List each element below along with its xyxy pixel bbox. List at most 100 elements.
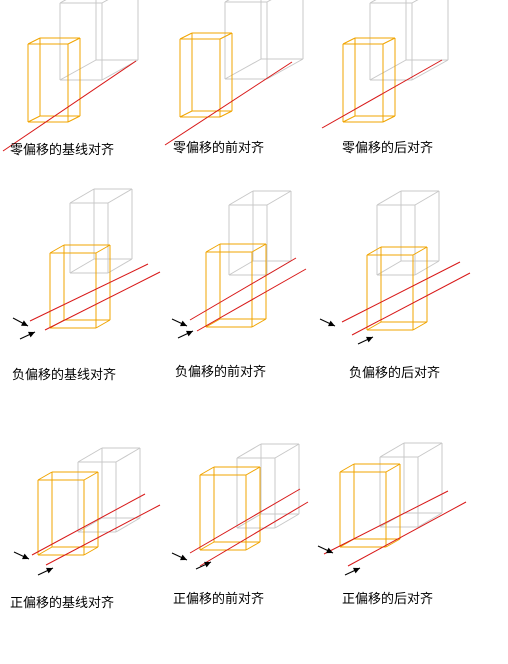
- aligned-box-zero-front-edge: [179, 110, 193, 118]
- reference-box-negative-front: [228, 190, 292, 276]
- aligned-box-positive-front-edge: [245, 541, 261, 551]
- aligned-box-negative-back-edge: [412, 246, 428, 256]
- aligned-box-zero-front-edge: [219, 32, 233, 40]
- offset-arrow-positive-back-0: [317, 545, 334, 554]
- arrow-head: [326, 547, 333, 554]
- aligned-box-negative-front-edge: [251, 243, 267, 253]
- reference-box-positive-baseline-edge: [77, 447, 103, 463]
- caption-zero-back: 零偏移的后对齐: [342, 141, 434, 156]
- path-line-zero-baseline-0: [2, 60, 137, 152]
- reference-box-zero-front-edge: [266, 58, 304, 80]
- arrow-head: [28, 331, 35, 338]
- caption-zero-front: 零偏移的前对齐: [173, 141, 265, 156]
- aligned-box-negative-back: [366, 246, 428, 331]
- reference-box-zero-back-edge: [369, 59, 407, 81]
- aligned-box-zero-back-edge: [342, 37, 356, 45]
- cell-zero-baseline: [2, 0, 139, 152]
- aligned-box-positive-baseline-edge: [83, 546, 99, 556]
- aligned-box-zero-front-edge: [219, 110, 233, 118]
- path-line-negative-baseline-1: [44, 271, 161, 331]
- cell-positive-baseline: [13, 447, 161, 576]
- offset-arrow-positive-front-1: [195, 561, 212, 570]
- aligned-box-negative-baseline-edge: [95, 319, 111, 329]
- path-line-positive-back-0: [323, 490, 449, 555]
- aligned-box-zero-baseline-edge: [67, 115, 81, 123]
- offset-arrow-positive-front-0: [171, 552, 188, 561]
- reference-box-zero-back: [369, 0, 449, 81]
- path-line-negative-back-0: [341, 261, 461, 323]
- reference-box-positive-front: [236, 443, 300, 529]
- reference-box-positive-back-edge: [379, 442, 405, 458]
- aligned-box-zero-back-edge: [382, 37, 396, 45]
- reference-box-positive-front-edge: [236, 513, 262, 529]
- offset-arrow-negative-front-1: [177, 330, 194, 339]
- aligned-box-zero-baseline-edge: [27, 37, 41, 45]
- aligned-box-negative-baseline-edge: [95, 244, 111, 254]
- caption-negative-back: 负偏移的后对齐: [349, 366, 441, 381]
- reference-box-positive-back-edge: [417, 512, 443, 528]
- path-line-negative-front-0: [189, 257, 297, 321]
- arrow-head: [180, 554, 187, 561]
- reference-box-negative-baseline-edge: [69, 188, 95, 204]
- aligned-box-zero-back-edge: [342, 115, 356, 123]
- cell-positive-front: [171, 443, 309, 570]
- reference-box-negative-baseline-edge: [69, 258, 95, 274]
- arrow-head: [186, 330, 193, 337]
- reference-box-negative-front-edge: [228, 190, 254, 206]
- aligned-box-zero-front: [179, 32, 233, 118]
- caption-zero-baseline: 零偏移的基线对齐: [10, 143, 115, 158]
- path-line-positive-back-1: [347, 501, 467, 567]
- aligned-box-zero-baseline-edge: [27, 115, 41, 123]
- path-line-positive-front-1: [199, 501, 309, 567]
- reference-box-zero-back-edge: [411, 59, 449, 81]
- path-line-positive-front-0: [189, 488, 301, 554]
- aligned-box-zero-back-edge: [382, 115, 396, 123]
- aligned-box-positive-back-edge: [385, 538, 401, 548]
- aligned-box-zero-baseline-edge: [67, 37, 81, 45]
- caption-negative-front: 负偏移的前对齐: [175, 365, 267, 380]
- path-line-zero-back-0: [321, 59, 443, 129]
- path-line-zero-front-0: [164, 61, 293, 146]
- aligned-box-negative-back-edge: [366, 246, 382, 256]
- offset-arrow-negative-front-0: [171, 318, 188, 327]
- reference-box-positive-baseline-edge: [115, 517, 141, 533]
- reference-box-positive-back: [379, 442, 443, 528]
- reference-box-negative-back: [376, 190, 440, 276]
- aligned-box-negative-front-edge: [205, 243, 221, 253]
- cell-zero-front: [164, 0, 304, 146]
- reference-box-zero-front-edge: [266, 0, 272, 3]
- aligned-box-positive-baseline-edge: [83, 471, 99, 481]
- caption-positive-front: 正偏移的前对齐: [173, 592, 265, 607]
- aligned-box-positive-baseline: [37, 471, 99, 556]
- reference-box-zero-front: [224, 0, 304, 80]
- aligned-box-zero-baseline: [27, 37, 81, 123]
- reference-box-zero-back-edge: [411, 0, 419, 4]
- aligned-box-negative-baseline: [49, 244, 111, 329]
- offset-arrow-positive-baseline-0: [13, 551, 30, 560]
- aligned-box-negative-baseline-edge: [49, 244, 65, 254]
- path-line-negative-baseline-0: [29, 263, 149, 322]
- offset-arrow-negative-baseline-1: [19, 331, 36, 340]
- aligned-box-positive-back-edge: [339, 463, 355, 473]
- reference-box-positive-baseline: [77, 447, 141, 533]
- cell-negative-baseline: [12, 188, 161, 340]
- cell-positive-back: [317, 442, 467, 576]
- arrow-head: [204, 561, 211, 568]
- caption-positive-back: 正偏移的后对齐: [342, 592, 434, 607]
- reference-box-negative-back-edge: [414, 190, 440, 206]
- arrow-head: [353, 567, 360, 574]
- reference-box-negative-baseline-edge: [107, 188, 133, 204]
- reference-box-positive-front-edge: [274, 443, 300, 459]
- cell-negative-back: [319, 190, 471, 345]
- cell-negative-front: [171, 190, 307, 339]
- offset-arrow-negative-back-1: [357, 336, 374, 345]
- aligned-box-positive-front-edge: [245, 466, 261, 476]
- arrow-head: [180, 320, 187, 327]
- aligned-box-positive-baseline-edge: [37, 471, 53, 481]
- arrow-head: [328, 320, 335, 327]
- aligned-box-positive-back: [339, 463, 401, 548]
- caption-positive-baseline: 正偏移的基线对齐: [10, 596, 115, 611]
- caption-negative-baseline: 负偏移的基线对齐: [12, 368, 117, 383]
- reference-box-negative-front-edge: [266, 190, 292, 206]
